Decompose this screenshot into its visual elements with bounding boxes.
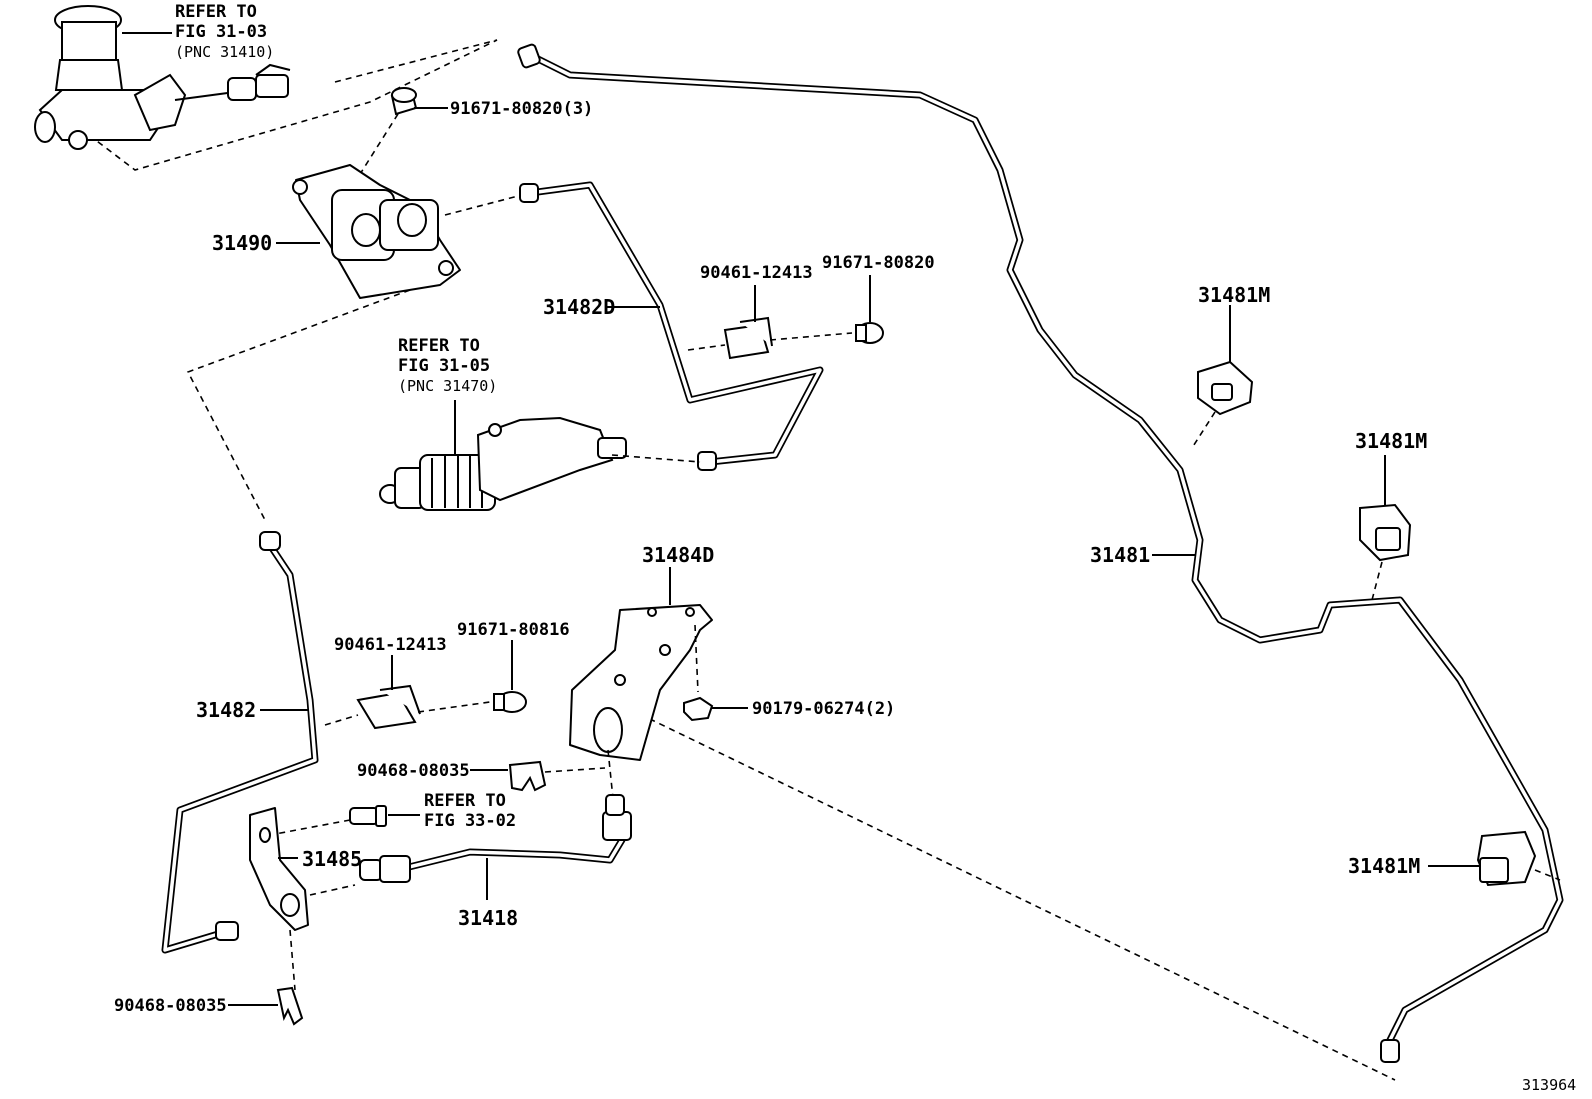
clip-icon — [276, 986, 304, 1026]
label-clamp-lower: 90461-12413 — [334, 635, 447, 655]
fig33-ref-line2: FIG 33-02 — [424, 811, 516, 831]
pipe-clamp-icon — [1197, 360, 1254, 416]
bolt-icon — [390, 87, 418, 116]
label-31481M-a: 31481M — [1198, 283, 1270, 307]
label-31481M-c: 31481M — [1348, 854, 1420, 878]
damper-boundary — [186, 289, 411, 521]
label-31418: 31418 — [458, 906, 518, 930]
bracket-icon — [249, 807, 309, 931]
label-bolt-upper: 91671-80820 — [822, 253, 935, 273]
flexible-hose-icon — [359, 794, 632, 883]
label-31482: 31482 — [196, 698, 256, 722]
figure-number: 313964 — [1522, 1076, 1576, 1094]
master-cylinder-ref-line3: (PNC 31410) — [175, 43, 274, 61]
bolt-icon — [349, 805, 387, 827]
clamp-icon — [356, 684, 421, 730]
label-clamp-upper: 90461-12413 — [700, 263, 813, 283]
pipe-clamp-icon — [1476, 830, 1537, 887]
pipe-31481 — [517, 43, 1564, 1063]
label-31481M-b: 31481M — [1355, 429, 1427, 453]
master-cylinder-icon — [34, 5, 291, 150]
clip-icon — [508, 760, 547, 792]
master-cylinder-ref-line1: REFER TO — [175, 2, 257, 22]
label-bolt-top: 91671-80820(3) — [450, 99, 593, 119]
release-cylinder-ref-line2: FIG 31-05 — [398, 356, 490, 376]
label-31484D: 31484D — [642, 543, 714, 567]
master-cylinder-boundary — [84, 39, 498, 171]
label-31481: 31481 — [1090, 543, 1150, 567]
bracket-icon — [569, 604, 713, 761]
clamp-icon — [723, 316, 773, 360]
pipe-31482 — [161, 531, 319, 954]
pipe-clamp-icon — [1359, 503, 1412, 562]
bolt-icon — [493, 691, 527, 713]
long-dashed-guide — [589, 689, 1396, 1081]
bolt-icon — [855, 322, 884, 344]
damper-icon — [292, 164, 461, 299]
label-clip-bottom: 90468-08035 — [114, 996, 227, 1016]
master-cylinder-ref-line2: FIG 31-03 — [175, 22, 267, 42]
label-clip-mid: 90468-08035 — [357, 761, 470, 781]
label-31485: 31485 — [302, 847, 362, 871]
label-nut: 90179-06274(2) — [752, 699, 895, 719]
release-cylinder-ref-line3: (PNC 31470) — [398, 377, 497, 395]
label-31482D: 31482D — [543, 295, 615, 319]
nut-icon — [683, 696, 714, 722]
release-cylinder-ref-line1: REFER TO — [398, 336, 480, 356]
release-cylinder-icon — [379, 416, 627, 511]
fig33-ref-line1: REFER TO — [424, 791, 506, 811]
label-bolt-lower: 91671-80816 — [457, 620, 570, 640]
pipe-31482d — [519, 181, 824, 471]
label-31490: 31490 — [212, 231, 272, 255]
